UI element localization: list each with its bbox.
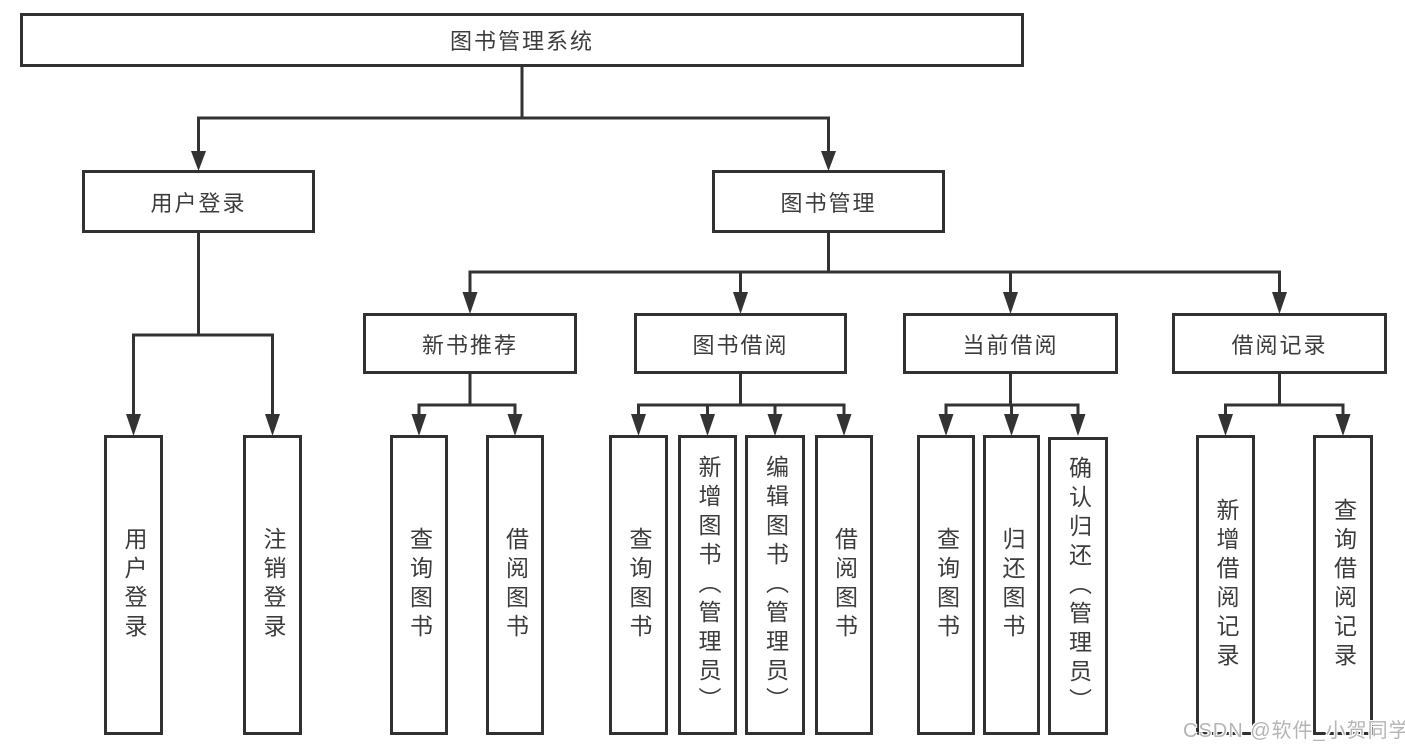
- leaf-current-query: 查询图书: [917, 435, 975, 735]
- node-root-label: 图书管理系统: [449, 29, 594, 54]
- leaf-return-book: 归还图书: [983, 435, 1040, 735]
- leaf-add-borrow-record: 新增借阅记录: [1196, 435, 1255, 735]
- node-user-login: 用户登录: [82, 170, 315, 233]
- leaf-borrow-book: 借阅图书: [815, 435, 873, 735]
- arrowhead-icon: [191, 151, 206, 171]
- node-book-management-label: 图书管理: [780, 190, 877, 216]
- leaf-logout-label: 注销登录: [260, 527, 286, 643]
- arrowhead-icon: [126, 414, 141, 436]
- leaf-borrow-add-book-label: 新增图书（管理员）: [695, 454, 721, 716]
- leaf-return-book-label: 归还图书: [999, 527, 1025, 643]
- arrowhead-icon: [631, 414, 646, 436]
- node-book-borrow-label: 图书借阅: [692, 332, 789, 358]
- node-borrow-record: 借阅记录: [1172, 313, 1387, 374]
- leaf-borrow-book-label: 借阅图书: [831, 527, 858, 643]
- node-root: 图书管理系统: [20, 13, 1024, 67]
- arrowhead-icon: [938, 414, 954, 436]
- node-new-book-recommend: 新书推荐: [363, 313, 577, 374]
- arrowhead-icon: [462, 292, 478, 314]
- node-current-borrow-label: 当前借阅: [962, 332, 1059, 358]
- csdn-watermark: CSDN @软件_小贺同学: [1183, 720, 1405, 742]
- arrowhead-icon: [1272, 292, 1287, 314]
- connector-borrow-to-leaves: [637, 373, 846, 416]
- leaf-query-borrow-record-label: 查询借阅记录: [1330, 498, 1357, 672]
- node-user-login-label: 用户登录: [150, 190, 247, 216]
- leaf-confirm-return: 确认归还（管理员）: [1048, 437, 1108, 735]
- node-new-book-recommend-label: 新书推荐: [421, 332, 518, 358]
- leaf-borrow-add-book: 新增图书（管理员）: [678, 435, 737, 735]
- leaf-add-borrow-record-label: 新增借阅记录: [1213, 498, 1239, 672]
- leaf-query-borrow-record: 查询借阅记录: [1313, 435, 1373, 735]
- arrowhead-icon: [507, 414, 523, 436]
- leaf-confirm-return-label: 确认归还（管理员）: [1065, 455, 1092, 717]
- leaf-logout: 注销登录: [243, 435, 302, 735]
- leaf-borrow-edit-book: 编辑图书（管理员）: [745, 435, 805, 735]
- leaf-user-login: 用户登录: [104, 435, 163, 735]
- arrowhead-icon: [265, 414, 280, 436]
- leaf-newbook-query-label: 查询图书: [406, 527, 433, 643]
- leaf-newbook-borrow-label: 借阅图书: [502, 527, 529, 643]
- arrowhead-icon: [1335, 414, 1351, 436]
- arrowhead-icon: [1004, 414, 1019, 436]
- node-borrow-record-label: 借阅记录: [1231, 332, 1328, 358]
- connector-root-to-level2: [197, 67, 830, 153]
- node-current-borrow: 当前借阅: [903, 313, 1118, 374]
- connector-userlogin-to-leaves: [132, 233, 274, 416]
- connector-record-to-leaves: [1224, 373, 1345, 416]
- arrowhead-icon: [1218, 414, 1233, 436]
- arrowhead-icon: [700, 414, 715, 436]
- leaf-newbook-query: 查询图书: [390, 435, 448, 735]
- node-book-management: 图书管理: [712, 170, 945, 233]
- leaf-current-query-label: 查询图书: [933, 527, 960, 643]
- connector-bookmgmt-to-level3: [468, 233, 1281, 294]
- leaf-newbook-borrow: 借阅图书: [486, 435, 544, 735]
- arrowhead-icon: [411, 414, 427, 436]
- connector-newbook-to-leaves: [417, 373, 517, 416]
- arrowhead-icon: [836, 414, 852, 436]
- connector-current-to-leaves: [944, 373, 1080, 416]
- leaf-borrow-query-label: 查询图书: [626, 527, 652, 643]
- arrowhead-icon: [733, 292, 748, 314]
- arrowhead-icon: [821, 151, 836, 171]
- arrowhead-icon: [1003, 292, 1018, 314]
- leaf-borrow-edit-book-label: 编辑图书（管理员）: [762, 454, 789, 716]
- arrowhead-icon: [767, 414, 783, 436]
- node-book-borrow: 图书借阅: [634, 313, 847, 374]
- leaf-borrow-query: 查询图书: [609, 435, 668, 735]
- arrowhead-icon: [1070, 414, 1086, 436]
- leaf-user-login-label: 用户登录: [121, 527, 147, 643]
